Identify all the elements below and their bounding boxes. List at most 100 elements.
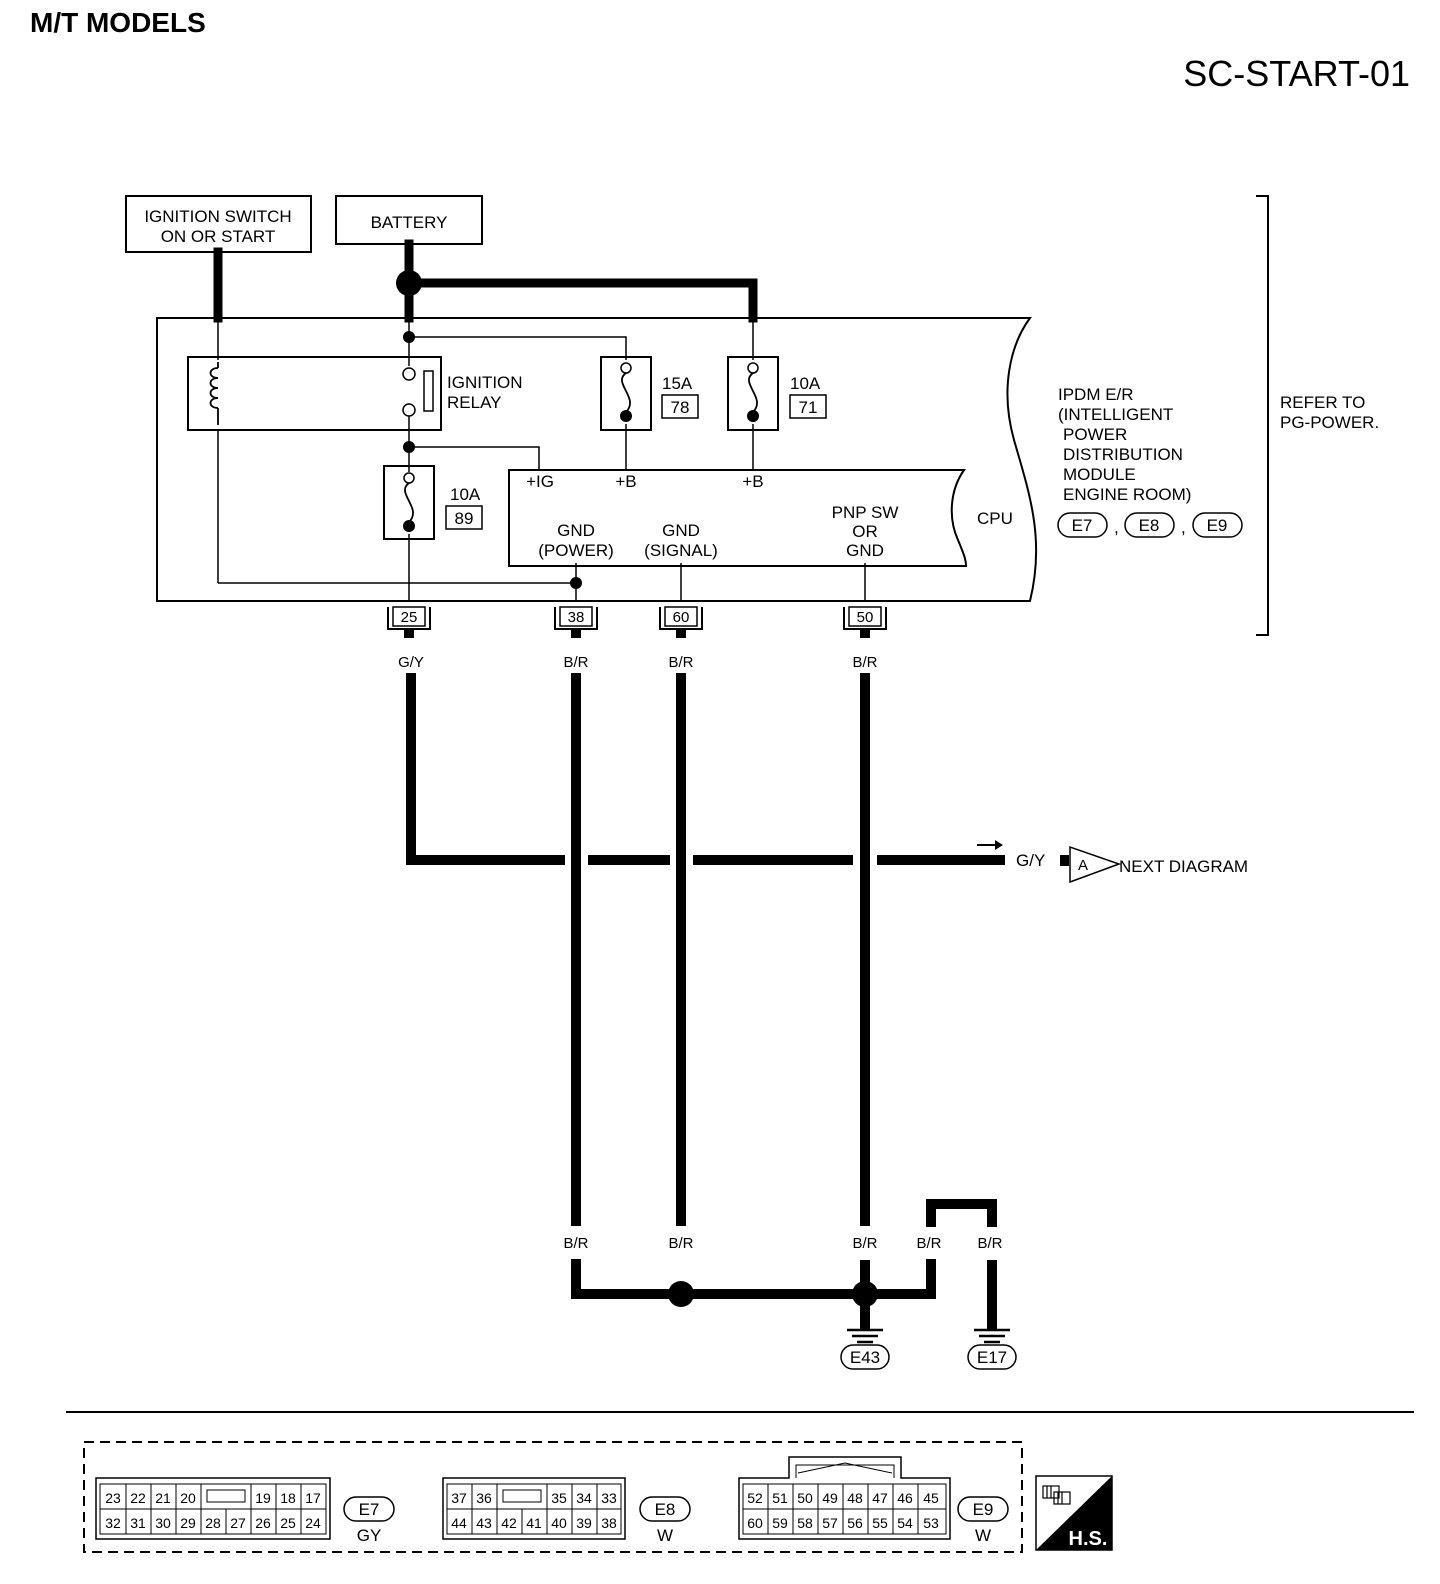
terminal-number: 38 <box>568 609 585 626</box>
terminal-number: 50 <box>857 609 874 626</box>
connector-id: E9 <box>973 1500 994 1519</box>
pin: 34 <box>576 1490 592 1506</box>
pin: 57 <box>822 1515 838 1531</box>
connector-ref: E7 <box>1072 516 1093 535</box>
pin: 60 <box>747 1515 763 1531</box>
fuse-rating: 15A <box>662 374 693 393</box>
next-label: NEXT DIAGRAM <box>1119 857 1248 876</box>
terminal-60: 60 B/R <box>659 606 703 671</box>
pin: 17 <box>305 1490 321 1506</box>
pin: 38 <box>601 1515 617 1531</box>
relay-contact-icon <box>402 403 416 417</box>
ignition-relay: IGNITION RELAY <box>187 356 523 431</box>
refer-label-1: REFER TO <box>1280 393 1365 412</box>
pin: 36 <box>476 1490 492 1506</box>
wire-color-label: G/Y <box>398 654 424 671</box>
pin: 42 <box>501 1515 517 1531</box>
svg-text:,: , <box>1114 518 1119 537</box>
ground-ref: E43 <box>850 1348 880 1367</box>
pin: 40 <box>551 1515 567 1531</box>
next-wire-label: G/Y <box>1016 851 1045 870</box>
pin: 45 <box>923 1490 939 1506</box>
pin: 19 <box>255 1490 271 1506</box>
connector-id: E7 <box>359 1500 380 1519</box>
connector-color: W <box>975 1526 991 1545</box>
module-label-line: IPDM E/R <box>1058 385 1134 404</box>
battery-splice <box>396 270 422 296</box>
connector-ref: E9 <box>1207 516 1228 535</box>
label-gap <box>565 1227 587 1260</box>
wire-color-label: B/R <box>563 1235 588 1252</box>
ignition-switch-label-1: IGNITION SWITCH <box>144 207 291 226</box>
pin-pnp-label-3: GND <box>846 541 884 560</box>
splice-dot <box>403 441 415 453</box>
pin-gnd-signal-label-1: GND <box>662 521 700 540</box>
connector-face-e9: 52 51 50 49 48 47 46 45 60 59 58 57 56 5… <box>738 1456 1009 1545</box>
module-label-line: MODULE <box>1063 465 1136 484</box>
ground-splice <box>668 1281 694 1307</box>
fuse-89: 10A 89 <box>383 465 483 540</box>
pin: 49 <box>822 1490 838 1506</box>
pin-gnd-signal-label-2: (SIGNAL) <box>644 541 718 560</box>
pin-ig-label: +IG <box>526 472 554 491</box>
relay-coil-icon <box>209 362 219 425</box>
wire-color-label: B/R <box>668 1235 693 1252</box>
terminal-pins: 25 G/Y 38 B/R 60 B/R 50 B/R <box>387 606 887 671</box>
wire-color-label: B/R <box>852 1235 877 1252</box>
pin-pnp-label-1: PNP SW <box>832 503 899 522</box>
ignition-switch-label-2: ON OR START <box>161 227 276 246</box>
ground-e17: E17 <box>967 1328 1017 1370</box>
cpu-block: CPU +IG +B +B GND (POWER) GND (SIGNAL) P… <box>508 469 1013 567</box>
relay-label-1: IGNITION <box>447 373 523 392</box>
terminal-25: 25 G/Y <box>387 606 431 671</box>
pin: 23 <box>105 1490 121 1506</box>
ground-e43: E43 <box>840 1328 890 1370</box>
fuse-71: 10A 71 <box>727 356 827 431</box>
relay-contact-icon <box>402 367 416 381</box>
pin-b-label: +B <box>615 472 636 491</box>
svg-text:,: , <box>1181 518 1186 537</box>
hs-label: H.S. <box>1069 1528 1108 1550</box>
pin: 31 <box>130 1515 146 1531</box>
fuse-icon <box>748 372 758 413</box>
pin: 44 <box>451 1515 467 1531</box>
pin: 58 <box>797 1515 813 1531</box>
connector-ref: E8 <box>1139 516 1160 535</box>
connector-color: GY <box>357 1526 382 1545</box>
fuse-rating: 10A <box>790 374 821 393</box>
pin: 33 <box>601 1490 617 1506</box>
splice-dot <box>403 331 415 343</box>
pin: 32 <box>105 1515 121 1531</box>
pin: 26 <box>255 1515 271 1531</box>
ipdm-module-label: IPDM E/R (INTELLIGENT POWER DISTRIBUTION… <box>1057 385 1243 538</box>
battery-box: BATTERY <box>335 195 483 245</box>
connector-panel <box>83 1441 1023 1553</box>
connector-face-e8: 37 36 35 34 33 44 43 42 41 40 39 38 E8 W <box>442 1477 691 1545</box>
pin: 27 <box>230 1515 246 1531</box>
pin: 41 <box>526 1515 542 1531</box>
connector-face-e7: 23 22 21 20 19 18 17 32 31 30 29 28 27 2… <box>95 1477 395 1545</box>
pin: 46 <box>897 1490 913 1506</box>
fuse-78: 15A 78 <box>600 356 699 431</box>
pin: 22 <box>130 1490 146 1506</box>
pin: 56 <box>847 1515 863 1531</box>
label-gap <box>981 1227 1003 1260</box>
connector-color: W <box>657 1526 673 1545</box>
ipdm-box <box>156 317 1038 602</box>
hs-badge: H.S. <box>1035 1475 1113 1551</box>
module-label-line: (INTELLIGENT <box>1058 405 1173 424</box>
ground-ref: E17 <box>977 1348 1007 1367</box>
connector-icon <box>1042 1485 1071 1505</box>
pin: 24 <box>305 1515 321 1531</box>
pin: 20 <box>180 1490 196 1506</box>
fuse-rating: 10A <box>450 485 481 504</box>
pin: 37 <box>451 1490 467 1506</box>
terminal-38: 38 B/R <box>554 606 598 671</box>
fuse-number: 71 <box>799 398 818 417</box>
wire-color-label: B/R <box>563 654 588 671</box>
pin: 54 <box>897 1515 913 1531</box>
pin: 53 <box>923 1515 939 1531</box>
label-gap <box>670 1227 692 1260</box>
label-gap <box>920 1227 942 1260</box>
